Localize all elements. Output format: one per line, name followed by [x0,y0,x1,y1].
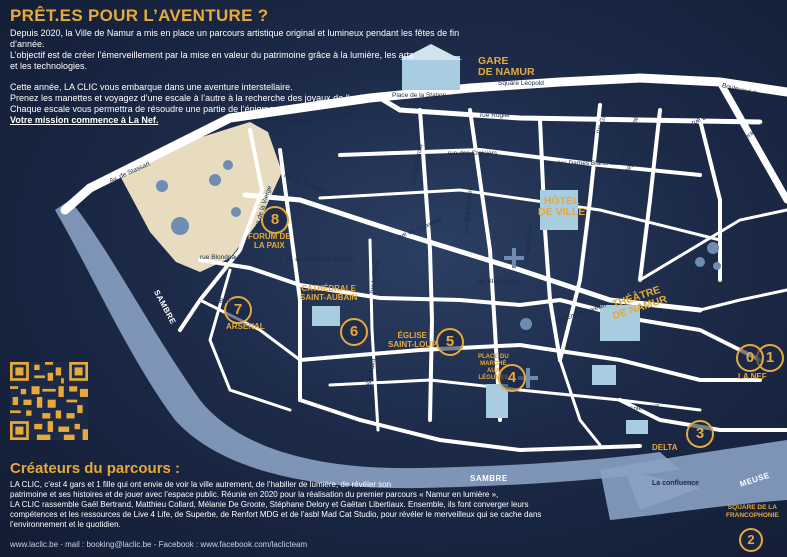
street-label: Pl. du Palais de Justice [286,256,354,263]
creators-line: compétences et les ressources de Live 4 … [10,510,542,519]
crossing-markers [504,248,538,388]
theatre-trees [695,242,721,270]
confluence-point [625,470,700,510]
delta-label: DELTA [652,443,678,452]
street-label: Place de la Station [392,92,447,99]
eglise-label: ÉGLISE SAINT-LOUP [388,331,437,349]
stop-5[interactable]: 5 [436,328,464,356]
sambre-river [55,200,680,489]
creators-title: Créateurs du parcours : [10,460,181,477]
river-sambre-bottom: SAMBRE [470,474,508,483]
intro-text: Depuis 2020, la Ville de Namur a mis en … [10,28,480,126]
intro-line: L’objectif est de créer l’émerveillement… [10,50,414,60]
street-label: rue Rogier [480,112,511,119]
square-francophonie-label: SQUARE DE LA FRANCOPHONIE [726,504,779,519]
street-label: rue des Croisiers [448,150,498,157]
creators-line: LA CLIC, c’est 4 gars et 1 fille qui ont… [10,480,392,489]
intro-line: et les technologies. [10,61,88,71]
street-label: rue Bruno [208,298,237,305]
marche-label: PLACE DU MARCHÉ AUX LÉGUMES [478,354,509,381]
stop-6[interactable]: 6 [340,318,368,346]
hotel-de-ville-label: HÔTEL DE VILLE [538,195,586,218]
page-title: PRÊT.ES POUR L’AVENTURE ? [10,6,269,25]
la-nef-label: LA NEF [738,372,767,381]
landmark-buildings [312,56,648,434]
creators-line: LA CLIC rassemble Gaël Bertrand, Matthie… [10,500,529,509]
stop-4[interactable]: 4 [498,364,526,392]
gare-label: GARE DE NAMUR [478,55,535,78]
creators-text: LA CLIC, c’est 4 gars et 1 fille qui ont… [10,480,620,530]
intro-line: Prenez les manettes et voyagez d’une esc… [10,93,382,103]
arsenal-label: ARSENAL [226,322,265,331]
creators-line: l’environnement et le quotidien. [10,520,121,529]
stop-2[interactable]: 2 [739,528,763,552]
creators-line: patrimoine et ses histoires et de jouer … [10,490,499,499]
stop-8[interactable]: 8 [261,206,289,234]
intro-line: Chaque escale vous permettra de résoudre… [10,104,277,114]
mission-line: Votre mission commence à La Nef. [10,115,159,125]
qr-code[interactable] [10,362,88,440]
cathedrale-label: CATHÉDRALE SAINT-AUBAIN [300,284,358,302]
stop-3[interactable]: 3 [686,420,714,448]
stop-0[interactable]: 0 [736,344,764,372]
streets [60,73,787,453]
park-trees [156,160,241,235]
contact-footer[interactable]: www.laclic.be - mail : booking@laclic.be… [10,540,308,549]
street-label: rue Blondeau [200,254,239,261]
forum-label: FORUM DE LA PAIX [248,232,291,250]
place-marker [520,318,532,330]
park-area [118,122,282,272]
confluence-label: La confluence [652,480,700,487]
street-label: rue St-Jacques [476,278,520,285]
station-roof [400,44,462,60]
intro-line: Cette année, LA CLIC vous embarque dans … [10,82,293,92]
stop-7[interactable]: 7 [224,296,252,324]
street-label: rue des Dames Blanches [545,160,618,167]
intro-line: Depuis 2020, la Ville de Namur a mis en … [10,28,460,49]
street-label: Square Léopold [498,80,544,87]
